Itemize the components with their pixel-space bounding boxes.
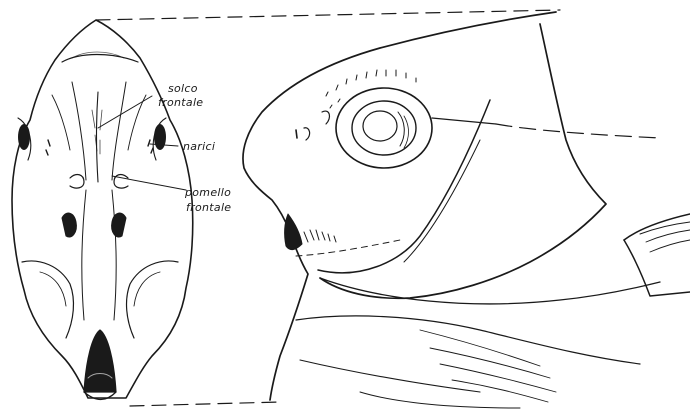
frontal-groove: [97, 92, 99, 182]
snout-cap: [62, 55, 138, 63]
top-dashed-line: [96, 10, 560, 20]
bottom-dashed-line: [130, 402, 280, 406]
mouth-opening: [84, 330, 116, 392]
frontal-knob-left: [70, 175, 84, 189]
label-group: solco frontale narici pomello frontale: [158, 82, 231, 214]
label-pomello: pomello: [184, 186, 231, 199]
dorsal-fin-fragment: [624, 214, 690, 296]
lateral-view: [96, 10, 660, 408]
dorsal-view: [12, 20, 193, 400]
label-leaders: [98, 96, 186, 190]
label-narici: narici: [183, 140, 215, 153]
head-profile: [243, 12, 556, 232]
right-eye-icon: [154, 124, 166, 150]
left-eye-icon: [18, 124, 30, 150]
label-pomello-frontale: frontale: [186, 201, 231, 214]
eye-inner-ring: [352, 101, 416, 155]
label-solco-frontale: frontale: [158, 96, 203, 109]
mouth-lateral: [285, 214, 302, 250]
eye-outer-ring: [336, 88, 432, 168]
label-solco: solco: [168, 82, 198, 95]
eye-pupil: [363, 111, 397, 141]
